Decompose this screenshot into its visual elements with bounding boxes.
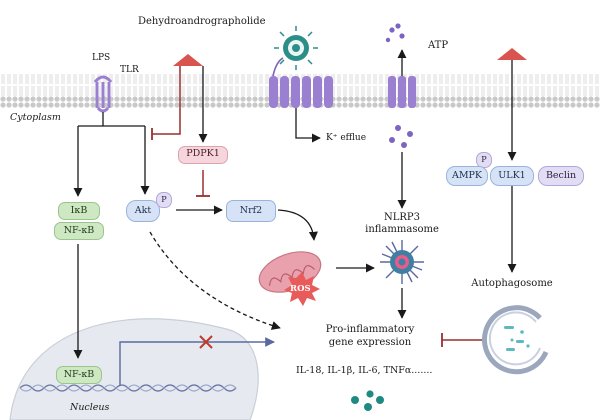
nucleus-label: Nucleus: [70, 402, 110, 413]
pathogen-icon: [274, 26, 318, 70]
ampk-box: AMPK: [446, 166, 488, 186]
drug-triangle: [173, 54, 203, 66]
k-efflux-label: K⁺ efflue: [326, 133, 367, 143]
blocked-x-icon: [199, 335, 213, 349]
tlr-label: TLR: [120, 65, 139, 75]
drug-triangle-right: [497, 48, 527, 60]
nrf2-box: Nrf2: [226, 200, 276, 222]
atp-label: ATP: [428, 40, 449, 51]
potassium-particles: [389, 125, 413, 148]
akt-phospho-badge: P: [156, 192, 172, 208]
ulk1-box: ULK1: [490, 166, 534, 186]
nlrp3-label-line1: NLRP3: [383, 212, 420, 223]
inflammasome-icon: [380, 240, 424, 284]
ros-burst: [284, 272, 320, 306]
tlr-receptor: [93, 75, 113, 113]
ikb-box: IκB: [58, 202, 100, 220]
cytokine-particles: [351, 390, 384, 411]
nucleus-shape: [9, 318, 259, 420]
gene-expression-line1: Pro-inflammatory: [325, 324, 415, 335]
beclin-box: Beclin: [538, 166, 584, 186]
cytoplasm-label: Cytoplasm: [10, 112, 61, 123]
autophagosome-icon: [482, 305, 549, 375]
lps-label: LPS: [92, 53, 111, 63]
autophagosome-label: Autophagosome: [471, 278, 553, 289]
nfkb-nucleus-box: NF-κB: [56, 366, 102, 384]
nfkb-box: NF-κB: [54, 222, 104, 240]
atp-particles: [385, 23, 405, 43]
ros-label: ROS: [290, 284, 311, 294]
atp-channel: [388, 76, 416, 108]
channel-protein: [269, 57, 333, 108]
drug-label: Dehydroandrographolide: [138, 16, 266, 27]
pdpk1-box: PDPK1: [178, 146, 228, 164]
nlrp3-label-line2: inflammasome: [365, 224, 439, 235]
gene-expression-line2: gene expression: [328, 337, 412, 348]
akt-box: Akt: [126, 200, 160, 222]
cytokines-label: IL-18, IL-1β, IL-6, TNFα.......: [296, 365, 433, 376]
